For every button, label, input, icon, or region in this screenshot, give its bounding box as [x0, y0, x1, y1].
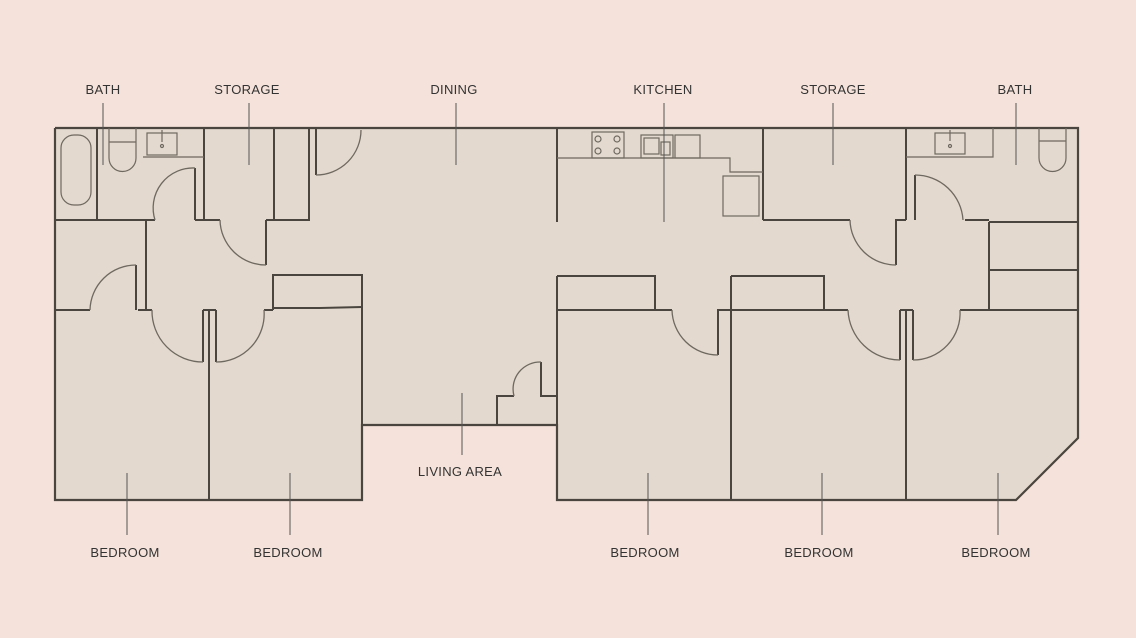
label-dining: DINING: [430, 82, 478, 97]
stove-icon: [591, 131, 625, 159]
fixtures: [60, 128, 1067, 217]
label-bath-left: BATH: [85, 82, 121, 97]
label-living-area: LIVING AREA: [417, 464, 503, 479]
doors: [89, 129, 964, 397]
label-bedroom-1: BEDROOM: [90, 545, 160, 560]
toilet-icon: [108, 128, 137, 173]
label-bedroom-4: BEDROOM: [784, 545, 854, 560]
leader-lines: [102, 103, 1017, 535]
label-bedroom-5: BEDROOM: [961, 545, 1031, 560]
label-bath-right: BATH: [997, 82, 1033, 97]
label-bedroom-2: BEDROOM: [253, 545, 323, 560]
label-storage-left: STORAGE: [214, 82, 280, 97]
toilet-icon-right: [1038, 128, 1067, 173]
interior-walls: [55, 128, 1078, 500]
kitchen-sink-icon: [640, 134, 674, 159]
label-storage-right: STORAGE: [800, 82, 866, 97]
fridge-icon: [722, 175, 760, 217]
bathtub-icon: [60, 134, 92, 206]
label-kitchen: KITCHEN: [633, 82, 693, 97]
label-bedroom-3: BEDROOM: [610, 545, 680, 560]
